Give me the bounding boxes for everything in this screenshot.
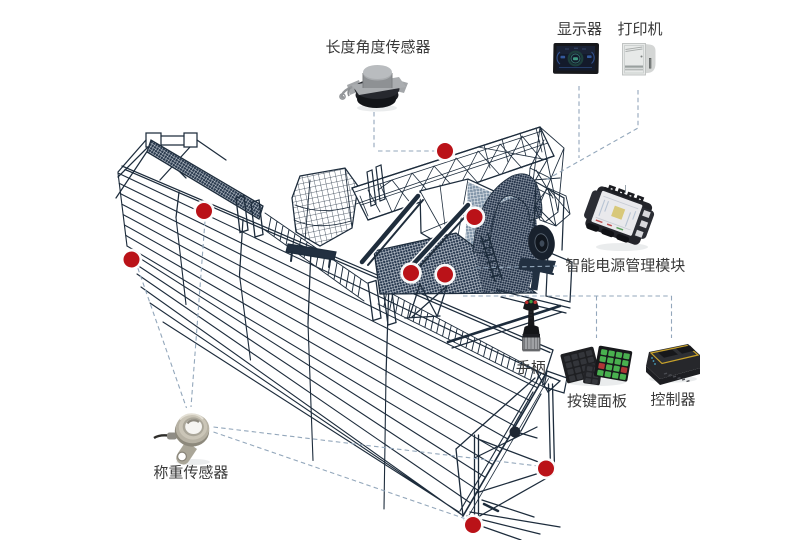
svg-text:显示器: 显示器 bbox=[557, 21, 602, 38]
svg-text:手柄: 手柄 bbox=[516, 360, 546, 377]
svg-text:按键面板: 按键面板 bbox=[567, 392, 627, 410]
svg-text:打印机: 打印机 bbox=[617, 21, 662, 38]
svg-text:称重传感器: 称重传感器 bbox=[153, 465, 228, 482]
svg-text:长度角度传感器: 长度角度传感器 bbox=[325, 39, 430, 56]
svg-text:控制器: 控制器 bbox=[650, 392, 695, 409]
svg-text:智能电源管理模块: 智能电源管理模块 bbox=[565, 257, 685, 275]
